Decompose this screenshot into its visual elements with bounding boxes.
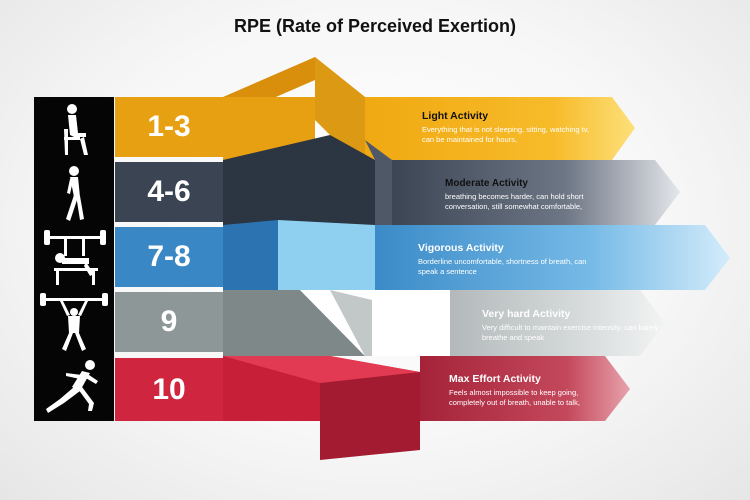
rpe-rating-light: 1-3 xyxy=(115,97,223,157)
very-hard-ribbon-shade xyxy=(330,290,372,356)
max-arrow xyxy=(420,356,630,421)
max-ribbon-top xyxy=(223,356,420,383)
moderate-activity-heading: Moderate Activity xyxy=(445,178,528,189)
light-activity-label: Light Activity Everything that is not sl… xyxy=(422,110,592,145)
moderate-activity-description: breathing becomes harder, can hold short… xyxy=(445,192,584,211)
max-effort-activity-label: Max Effort Activity Feels almost impossi… xyxy=(449,373,609,408)
max-effort-activity-heading: Max Effort Activity xyxy=(449,373,541,385)
vigorous-activity-label: Vigorous Activity Borderline uncomfortab… xyxy=(418,242,608,277)
bench-press-icon xyxy=(44,230,106,285)
vigorous-activity-description: Borderline uncomfortable, shortness of b… xyxy=(418,257,587,276)
vigorous-ribbon-side xyxy=(278,220,375,290)
rpe-rating-max: 10 xyxy=(115,358,223,421)
rpe-rating-moderate: 4-6 xyxy=(115,162,223,222)
sprinter-icon xyxy=(46,360,98,413)
moderate-arrow xyxy=(392,160,680,225)
walking-person-icon xyxy=(66,166,84,221)
very-hard-ribbon-mid xyxy=(223,290,365,356)
sitting-person-icon xyxy=(64,104,88,155)
very-hard-activity-label: Very hard Activity Very difficult to mai… xyxy=(482,308,662,343)
moderate-ribbon-mid xyxy=(223,135,375,225)
light-arrow xyxy=(365,97,635,160)
page-title: RPE (Rate of Perceived Exertion) xyxy=(233,16,517,36)
very-hard-arrow xyxy=(450,290,665,356)
moderate-ribbon-edge xyxy=(365,140,392,225)
light-ribbon-side xyxy=(315,57,365,160)
max-ribbon-front xyxy=(320,372,420,460)
very-hard-ribbon-face xyxy=(300,290,450,356)
figures-strip xyxy=(34,97,114,421)
vigorous-activity-heading: Vigorous Activity xyxy=(418,242,504,254)
very-hard-activity-heading: Very hard Activity xyxy=(482,308,571,320)
overhead-lift-icon xyxy=(40,293,108,351)
rpe-rating-vigorous: 7-8 xyxy=(115,227,223,287)
light-activity-description: Everything that is not sleeping, sitting… xyxy=(422,125,590,144)
max-effort-activity-description: Feels almost impossible to keep going, c… xyxy=(449,388,580,407)
moderate-activity-label: Moderate Activity breathing becomes hard… xyxy=(445,178,615,212)
vigorous-ribbon-mid xyxy=(223,220,278,290)
very-hard-activity-description: Very difficult to maintain exercise inte… xyxy=(482,323,659,342)
vigorous-arrow xyxy=(375,225,730,290)
light-activity-heading: Light Activity xyxy=(422,110,489,122)
rpe-rating-very-hard: 9 xyxy=(115,292,223,352)
